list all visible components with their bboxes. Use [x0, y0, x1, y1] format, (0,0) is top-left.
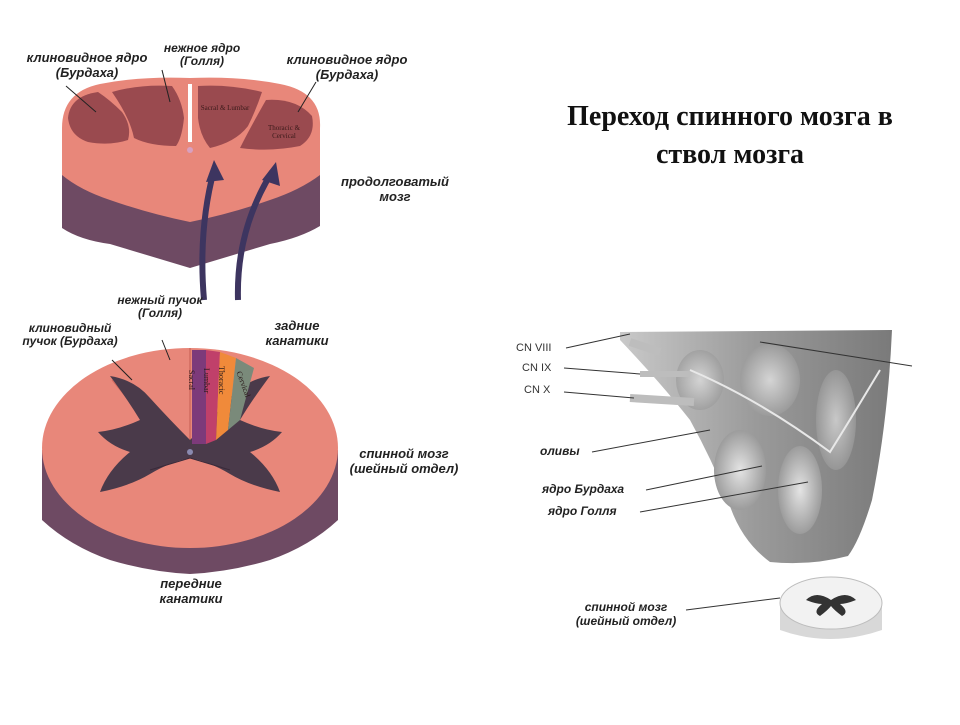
band-label-thoracic: Thoracic — [217, 366, 226, 395]
band-lumbar — [206, 350, 220, 444]
label-medulla: продолговатый мозг — [341, 174, 449, 204]
left-cuneate-nucleus — [68, 92, 130, 144]
right-gracile-nucleus — [198, 85, 262, 148]
label-posterior-funiculi: задние канатики — [265, 318, 329, 348]
nucleus-text-thoracic-cervical: Thoracic & Cervical — [267, 124, 301, 140]
band-label-lumbar: Lumbar — [202, 368, 211, 394]
nucleus-text-sacral-lumbar: Sacral & Lumbar — [200, 104, 250, 112]
label-gracile-nucleus: нежное ядро (Голля) — [163, 41, 241, 68]
right-cuneate-nucleus — [240, 99, 313, 150]
band-label-sacral: Sacral — [187, 370, 196, 390]
band-cervical — [228, 358, 254, 430]
label-cuneate-fasciculus: клиновидный пучок (Бурдаха) — [22, 321, 118, 348]
slide-title: Переход спинного мозга в ствол мозга — [567, 101, 893, 170]
label-olives: оливы — [540, 444, 580, 458]
left-gracile-nucleus — [112, 85, 184, 146]
arrowhead-right — [262, 162, 280, 186]
label-spinal-cord-right: спинной мозг (шейный отдел) — [575, 600, 677, 628]
label-burdach-nucleus: ядро Бурдаха — [542, 482, 625, 496]
label-goll-nucleus: ядро Голля — [548, 504, 617, 518]
label-cn8: CN VIII — [516, 342, 552, 354]
spinal-cord-slab — [42, 348, 338, 574]
medulla-slab — [62, 77, 321, 268]
label-cuneate-nucleus-right: клиновидное ядро (Бурдаха) — [286, 52, 408, 82]
label-cuneate-nucleus-left: клиновидное ядро (Бурдаха) — [26, 50, 148, 80]
band-sacral — [192, 350, 206, 444]
label-cn10: CN X — [524, 384, 551, 396]
label-gracile-fasciculus: нежный пучок (Голля) — [117, 293, 203, 320]
ascending-arrows — [199, 169, 275, 301]
arrowhead-left — [206, 160, 224, 182]
band-thoracic — [216, 352, 236, 440]
right-leader-lines — [563, 333, 913, 611]
left-leader-lines — [65, 69, 317, 381]
label-spinal-cord: спинной мозг (шейный отдел) — [349, 446, 459, 476]
label-cn9: CN IX — [522, 362, 552, 374]
brainstem-illustration — [620, 330, 892, 639]
label-anterior-funiculi: передние канатики — [159, 576, 223, 606]
